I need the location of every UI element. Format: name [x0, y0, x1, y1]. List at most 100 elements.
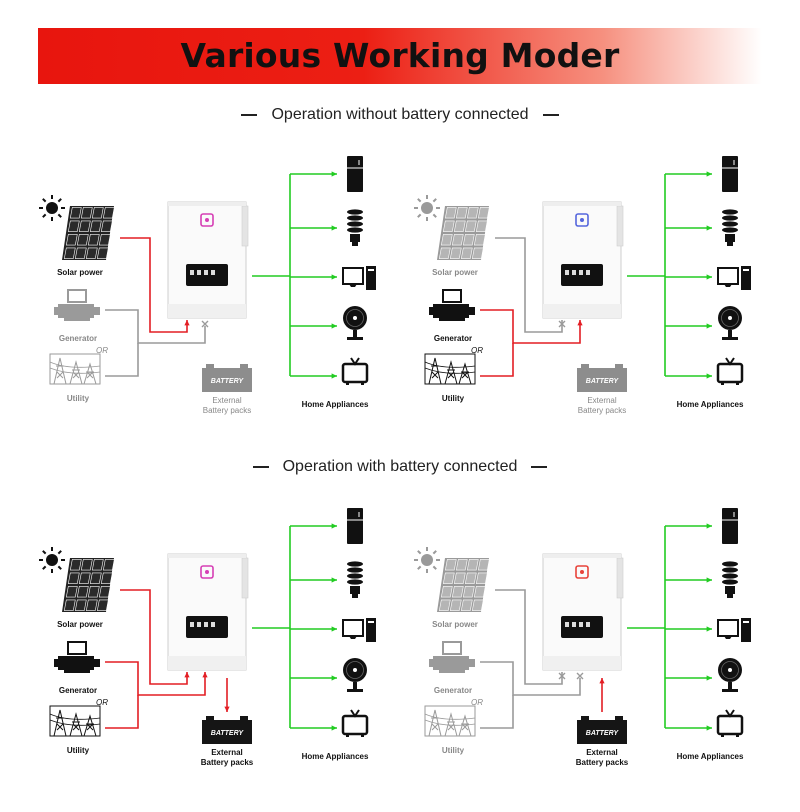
solar-cell [65, 234, 78, 246]
battery-packs-label-line1: External [212, 396, 242, 405]
inverter-status-dot [205, 218, 209, 222]
load-branch-refrigerator-icon-arrowhead [706, 171, 712, 177]
sun-icon [39, 547, 65, 573]
battery-terminal-right [240, 364, 248, 369]
solar-cell [65, 586, 78, 598]
solar-cell [91, 559, 104, 571]
gen-body [58, 304, 94, 318]
fan-icon [343, 306, 367, 340]
battery-packs-label-line1: External [587, 396, 617, 405]
fan-hub [728, 668, 732, 672]
gen-body [433, 656, 469, 670]
battery-terminal-left [206, 364, 214, 369]
tv-leg-right [736, 734, 739, 737]
bulb-coil [347, 567, 363, 573]
load-branch-refrigerator-icon-arrowhead [706, 523, 712, 529]
load-branch-fan-icon-arrowhead [706, 323, 712, 329]
monitor [342, 619, 364, 637]
solar-cell [63, 247, 76, 259]
bulb-coil [722, 579, 738, 585]
inverter-status-dot [205, 570, 209, 574]
bulb-coil [722, 567, 738, 573]
pylon-tower [458, 362, 472, 385]
solar-cell [96, 247, 109, 259]
battery-charge-flow-arrowhead [224, 706, 230, 712]
generator-label: Generator [58, 686, 98, 695]
inverter-side-fin [241, 557, 249, 599]
desktop-computer-icon [717, 266, 751, 290]
monitor-stand [349, 636, 357, 639]
generator-icon [429, 641, 475, 673]
tv-screen [341, 362, 369, 384]
home-appliances-label: Home Appliances [676, 752, 744, 761]
bulb-coil [722, 221, 738, 227]
gen-top [67, 641, 87, 655]
load-branch-cfl-bulb-icon-arrowhead [331, 577, 337, 583]
display-digit [197, 622, 201, 627]
utility-flow-inactive [105, 343, 139, 377]
bulb-coil [347, 215, 363, 221]
display-digit [211, 622, 215, 627]
load-branch-tv-icon-arrowhead [706, 725, 712, 731]
battery-terminal-left [581, 716, 589, 721]
solar-frame [437, 558, 489, 612]
pylon-tower [83, 362, 97, 385]
solar-cell [477, 207, 490, 219]
or-label: OR [96, 698, 108, 707]
or-label: OR [471, 698, 483, 707]
generator-label: Generator [58, 334, 98, 343]
bulb-coil [722, 215, 738, 221]
fan-ring [721, 309, 739, 327]
gen-end-left [429, 307, 435, 315]
banner-title: Various Working Moder [180, 36, 620, 75]
pylon-tower [69, 360, 83, 385]
fan-pole [728, 682, 732, 690]
sun-ray [432, 550, 437, 555]
inverter-status-dot [580, 218, 584, 222]
power-lines [49, 713, 101, 726]
battery-packs-label-line2: Battery packs [575, 758, 629, 767]
display-digit [565, 622, 569, 627]
battery-label: BATTERY [210, 730, 244, 737]
pylon-tower [53, 709, 67, 737]
solar-panel-icon [62, 558, 115, 612]
power-lines [49, 361, 101, 374]
inverter-top-strip [168, 554, 246, 558]
fan-base [347, 689, 363, 692]
solar-cell [477, 559, 490, 571]
load-branch-refrigerator-icon-arrowhead [331, 171, 337, 177]
tower-slot [743, 269, 749, 271]
monitor [342, 267, 364, 285]
sun-ray [417, 550, 422, 555]
sun-ray [42, 198, 47, 203]
desktop-computer-icon [717, 618, 751, 642]
pylon-tower [428, 357, 442, 385]
sun-ray [57, 213, 62, 218]
solar-cell [89, 220, 102, 232]
solar-power-label: Solar power [432, 268, 478, 277]
battery-icon [577, 716, 627, 744]
solar-cell [455, 207, 468, 219]
solar-cell [74, 599, 87, 611]
bulb-coil [347, 561, 363, 567]
tower-slot [368, 269, 374, 271]
pylon-tower [444, 712, 458, 737]
gen-top [442, 641, 462, 655]
fan-hub [353, 668, 357, 672]
solar-cell [98, 586, 111, 598]
fan-pole [728, 330, 732, 338]
sun-icon [39, 195, 65, 221]
tower [366, 618, 376, 642]
sun-ray [417, 198, 422, 203]
bulb-base [725, 586, 735, 594]
solar-cell [449, 247, 462, 259]
pylon-tower [428, 709, 442, 737]
solar-cell [87, 586, 100, 598]
display-digit [572, 270, 576, 275]
generator-label: Generator [433, 334, 473, 343]
load-branch-fan-icon-arrowhead [331, 675, 337, 681]
solar-cell [96, 599, 109, 611]
fan-icon [718, 306, 742, 340]
